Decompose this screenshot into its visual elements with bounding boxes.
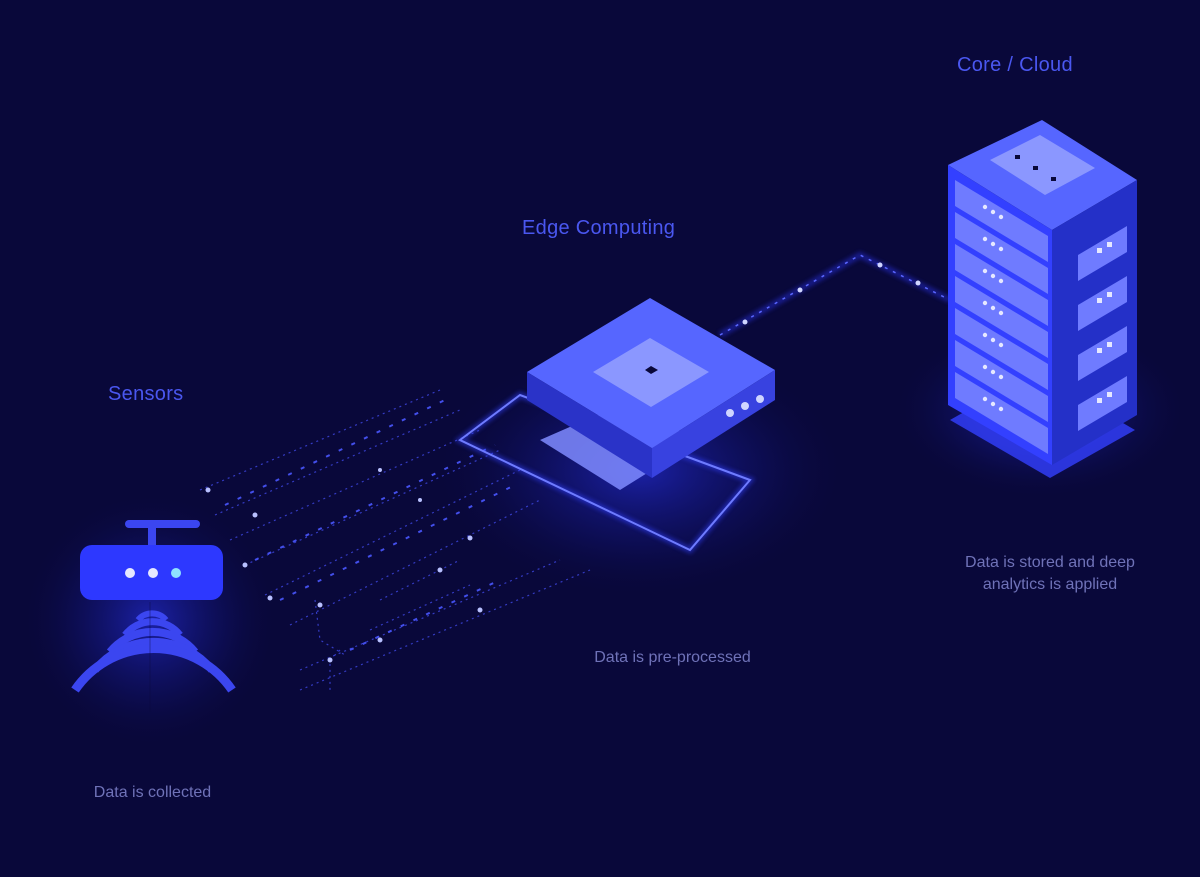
edge-caption: Data is pre-processed	[570, 647, 775, 669]
cloud-caption-line-2: analytics is applied	[982, 576, 1118, 593]
sensors-caption: Data is collected	[60, 782, 245, 804]
signal-dots	[205, 468, 483, 663]
server-rack-icon	[948, 120, 1137, 478]
connection-sensors-edge	[199, 389, 591, 691]
edge-box-icon	[527, 298, 775, 478]
cloud-caption: Data is stored and deep analytics is app…	[930, 552, 1170, 596]
sensors-title: Sensors	[108, 383, 184, 405]
edge-caption-line: Data is pre-processed	[594, 649, 751, 666]
server-led-dots	[982, 204, 1004, 412]
sensors-caption-line: Data is collected	[93, 784, 212, 801]
wifi-sensor-icon	[71, 520, 236, 712]
connection-sensors-edge-solid	[224, 399, 516, 651]
cloud-title: Core / Cloud	[957, 54, 1073, 76]
edge-platform-line	[458, 393, 752, 552]
connection-edge-cloud	[718, 251, 952, 338]
cloud-caption-line-1: Data is stored and deep	[965, 554, 1135, 571]
server-slots	[955, 180, 1048, 454]
server-side-panels	[1078, 226, 1127, 431]
edge-title: Edge Computing	[522, 217, 676, 239]
